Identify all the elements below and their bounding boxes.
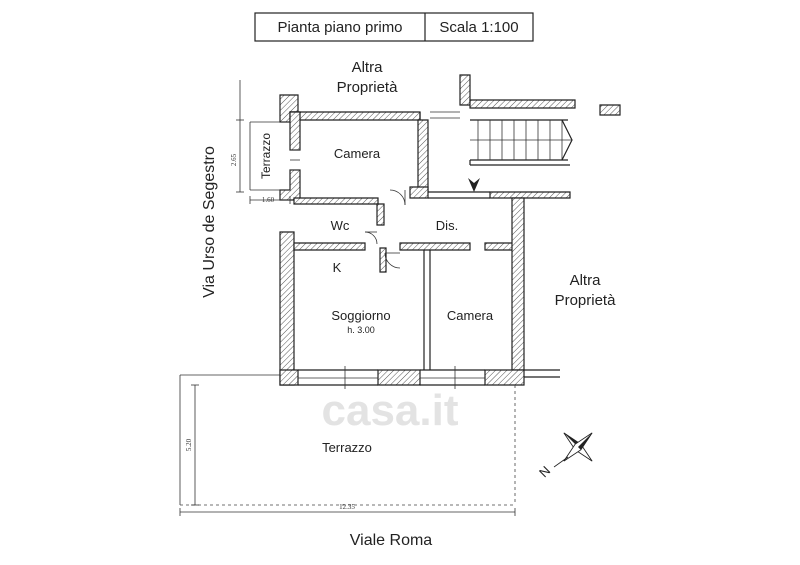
room-wc: Wc [331,218,350,233]
plan-scale: Scala 1:100 [439,19,518,36]
altra-proprieta-right-line2: Proprietà [555,292,617,309]
entrance-arrow-icon [468,178,480,192]
big-terrace: 5.20 12.35 [179,374,516,516]
room-soggiorno-height: h. 3.00 [347,325,375,335]
plan-title: Pianta piano primo [277,19,402,36]
compass-icon [553,432,593,468]
room-camera-top: Camera [334,146,381,161]
room-kitchen: K [333,260,342,275]
room-terrazzo-big: Terrazzo [322,440,372,455]
dim-small-terrace-width: 1.60 [262,196,275,204]
title-block: Pianta piano primo Scala 1:100 [254,12,534,42]
watermark: casa.it [322,386,459,435]
room-disimpegno: Dis. [436,218,458,233]
walls [279,94,571,389]
altra-proprieta-right-line1: Altra [570,272,602,289]
dim-big-terrace-width: 12.35 [339,503,355,511]
room-soggiorno: Soggiorno [331,308,390,323]
altra-proprieta-top-line1: Altra [352,59,384,76]
room-terrazzo-small: Terrazzo [259,133,273,179]
dim-small-terrace-height: 2.65 [230,153,238,166]
altra-proprieta-top-line2: Proprietà [337,79,399,96]
dim-big-terrace-height: 5.20 [185,438,193,451]
doors [364,189,406,269]
room-camera-right: Camera [447,308,494,323]
small-terrace: 2.65 1.60 [230,80,300,204]
staircase [430,74,621,166]
street-left-label: Via Urso de Segestro [201,146,218,298]
street-bottom-label: Viale Roma [350,532,433,549]
compass-north-label: N [536,463,553,480]
